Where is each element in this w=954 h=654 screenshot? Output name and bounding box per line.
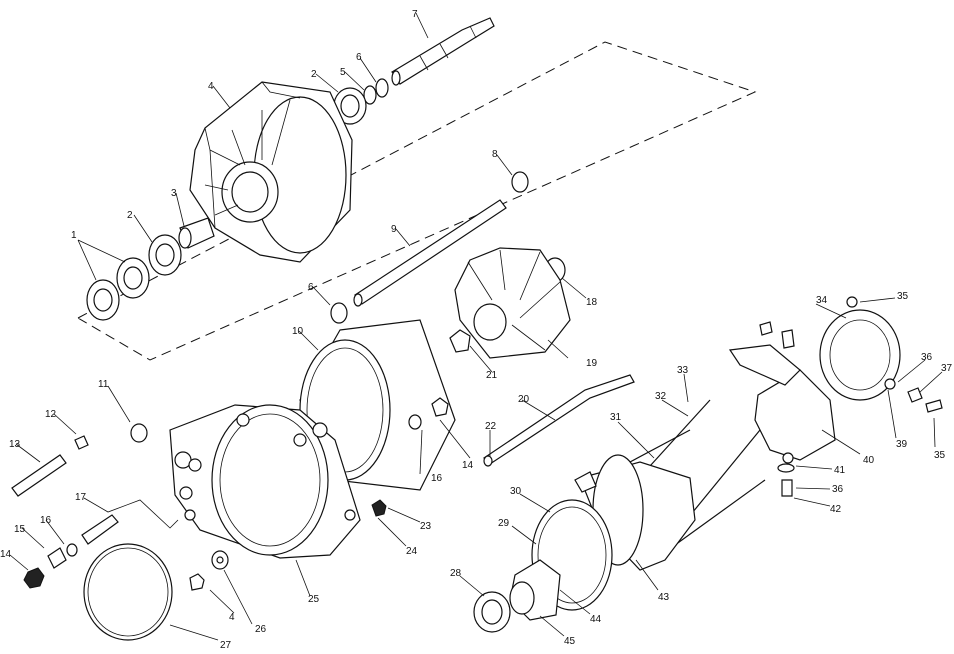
upper-bearing-and-rings — [333, 78, 389, 125]
callout-20: 20 — [518, 394, 530, 405]
callout-13: 13 — [9, 439, 21, 450]
callout-9: 9 — [391, 224, 397, 235]
callout-23: 23 — [420, 521, 432, 532]
callout-18: 18 — [586, 297, 598, 308]
callout-7: 7 — [412, 9, 418, 20]
callout-11: 11 — [98, 379, 109, 390]
callout-21: 21 — [486, 370, 498, 381]
small-hardware — [189, 499, 387, 591]
callout-31: 31 — [610, 412, 622, 423]
callout-24: 24 — [406, 546, 418, 557]
nut-part — [449, 329, 471, 353]
callout-labels: 1 2 3 4 2 5 6 7 8 9 6 10 11 12 13 14 15 … — [0, 9, 953, 651]
callout-45: 45 — [564, 636, 576, 647]
callout-16b: 16 — [431, 473, 443, 484]
callout-19: 19 — [586, 358, 598, 369]
callout-27: 27 — [220, 640, 232, 649]
callout-29: 29 — [498, 518, 510, 529]
callout-6: 6 — [356, 52, 362, 63]
pump-housing-part — [189, 81, 353, 263]
lower-bearing-stack — [86, 217, 215, 321]
callout-35: 35 — [897, 291, 909, 302]
callout-10: 10 — [292, 326, 304, 337]
impeller-shaft-part — [330, 171, 529, 324]
callout-4: 4 — [208, 81, 214, 92]
callout-32: 32 — [655, 391, 667, 402]
callout-25: 25 — [308, 594, 320, 605]
callout-14b: 14 — [462, 460, 474, 471]
callout-37: 37 — [941, 363, 953, 374]
callout-3: 3 — [171, 188, 177, 199]
callout-14: 14 — [0, 549, 12, 560]
callout-30: 30 — [510, 486, 522, 497]
callout-34: 34 — [816, 295, 828, 306]
callout-8: 8 — [492, 149, 498, 160]
callout-16: 16 — [40, 515, 52, 526]
callout-4b: 4 — [229, 612, 235, 623]
callout-2: 2 — [127, 210, 133, 221]
drive-shaft-part — [391, 17, 495, 86]
callout-6b: 6 — [308, 282, 314, 293]
callout-41: 41 — [834, 465, 846, 476]
callout-40: 40 — [863, 455, 875, 466]
callout-36: 36 — [921, 352, 933, 363]
callout-35b: 35 — [934, 450, 946, 461]
nozzle-assembly — [473, 499, 613, 633]
callout-44: 44 — [590, 614, 602, 625]
callout-43: 43 — [658, 592, 670, 603]
assembly-boundary — [77, 41, 757, 361]
callout-1: 1 — [71, 230, 77, 241]
callout-12: 12 — [45, 409, 57, 420]
impeller-part — [454, 247, 571, 359]
callout-17: 17 — [75, 492, 87, 503]
callout-2b: 2 — [311, 69, 317, 80]
bleed-fittings — [11, 423, 173, 641]
callout-42: 42 — [830, 504, 842, 515]
leader-lines — [9, 12, 943, 641]
callout-26: 26 — [255, 624, 267, 635]
callout-33: 33 — [677, 365, 689, 376]
callout-15: 15 — [14, 524, 26, 535]
pump-body-part — [169, 404, 361, 559]
callout-36b: 36 — [832, 484, 844, 495]
steering-nozzle-assembly — [728, 296, 943, 497]
callout-28: 28 — [450, 568, 462, 579]
rod-part — [483, 374, 635, 467]
callout-39: 39 — [896, 439, 908, 450]
callout-5: 5 — [340, 67, 346, 78]
callout-22: 22 — [485, 421, 497, 432]
